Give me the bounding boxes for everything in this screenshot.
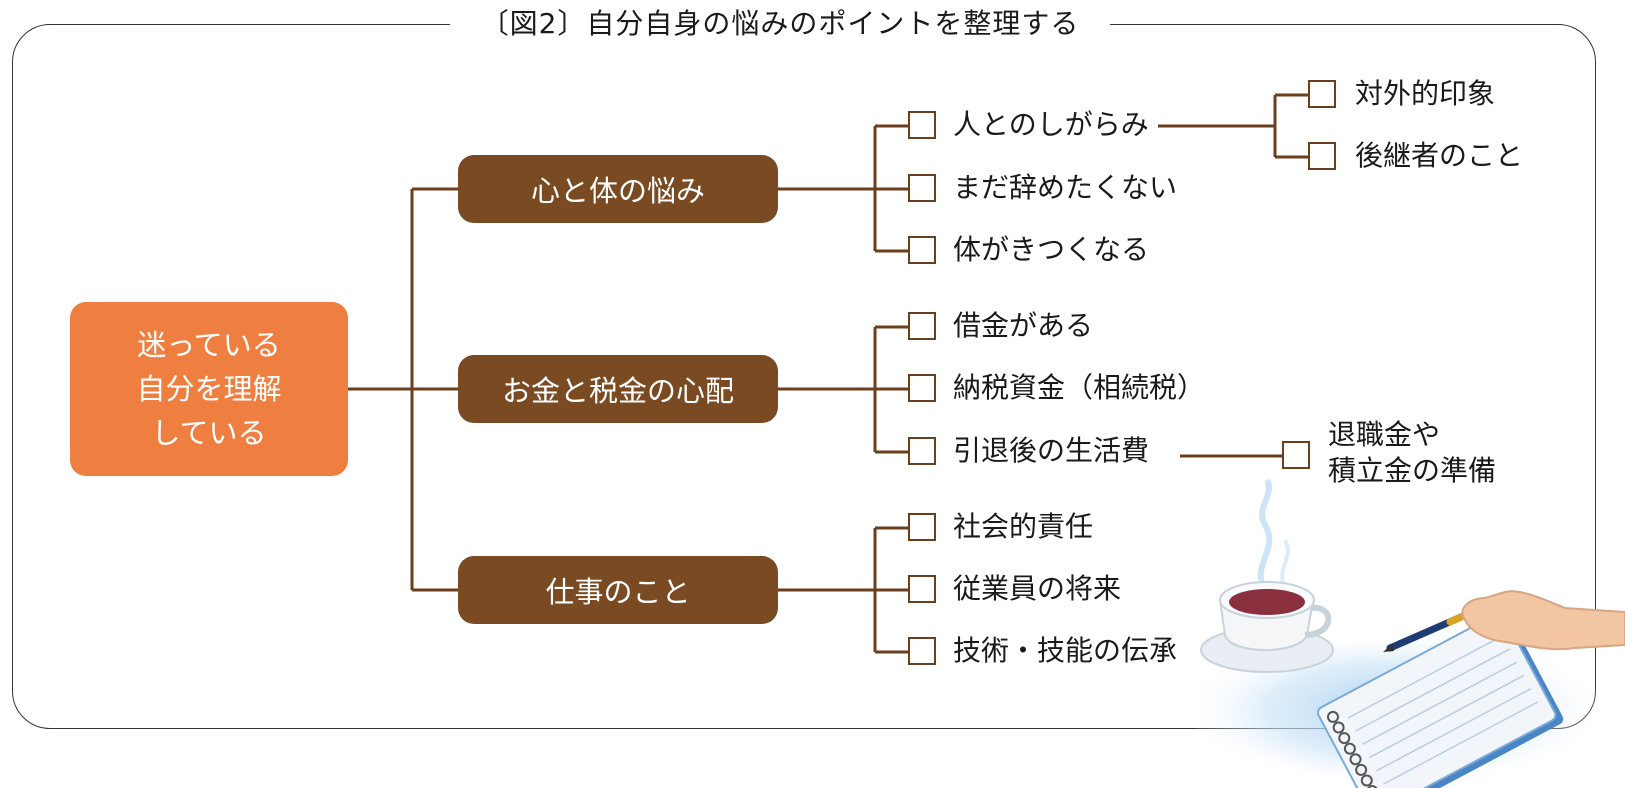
checkbox-koukeisha[interactable] <box>1308 142 1336 170</box>
subitem-label: 対外的印象 <box>1355 77 1496 110</box>
checkbox-nouzei[interactable] <box>908 374 936 402</box>
checkbox-ningen[interactable] <box>908 111 936 139</box>
category-mind-body: 心と体の悩み <box>458 155 778 223</box>
root-line-3: している <box>151 416 267 450</box>
category-money-tax: お金と税金の心配 <box>458 355 778 423</box>
checkbox-taigai[interactable] <box>1308 80 1336 108</box>
item-label: 納税資金（相続税） <box>953 371 1206 404</box>
checkbox-seikatsuhi[interactable] <box>908 437 936 465</box>
hand-icon <box>1461 590 1625 651</box>
item-label: 引退後の生活費 <box>953 434 1150 467</box>
root-node: 迷っている 自分を理解 している <box>70 302 348 476</box>
item-label: 人とのしがらみ <box>953 108 1149 141</box>
category-work: 仕事のこと <box>458 556 778 624</box>
steam-icon <box>1257 478 1273 592</box>
subitem-label: 積立金の準備 <box>1328 454 1497 487</box>
root-line-1: 迷っている <box>137 328 281 362</box>
checkbox-jugyouin[interactable] <box>908 575 936 603</box>
notebook-icon <box>1316 612 1564 788</box>
item-label: 社会的責任 <box>953 510 1094 543</box>
item-label: まだ辞めたくない <box>953 171 1178 204</box>
checkbox-taishokukin[interactable] <box>1282 441 1310 469</box>
checkbox-shakaiteki[interactable] <box>908 513 936 541</box>
figure-title: 〔図2〕自分自身の悩みのポイントを整理する <box>450 4 1110 44</box>
subitem-label: 退職金や <box>1328 418 1441 451</box>
item-label: 技術・技能の伝承 <box>953 634 1178 667</box>
checkbox-madayame[interactable] <box>908 174 936 202</box>
item-label: 借金がある <box>953 309 1094 342</box>
checkbox-karada[interactable] <box>908 236 936 264</box>
root-line-2: 自分を理解 <box>136 372 282 406</box>
checkbox-shakkin[interactable] <box>908 312 936 340</box>
subitem-label: 後継者のこと <box>1355 139 1524 172</box>
item-label: 従業員の将来 <box>953 572 1122 605</box>
notebook-tea-illustration <box>1195 478 1625 788</box>
checkbox-gijutsu[interactable] <box>908 637 936 665</box>
item-label: 体がきつくなる <box>953 233 1150 266</box>
